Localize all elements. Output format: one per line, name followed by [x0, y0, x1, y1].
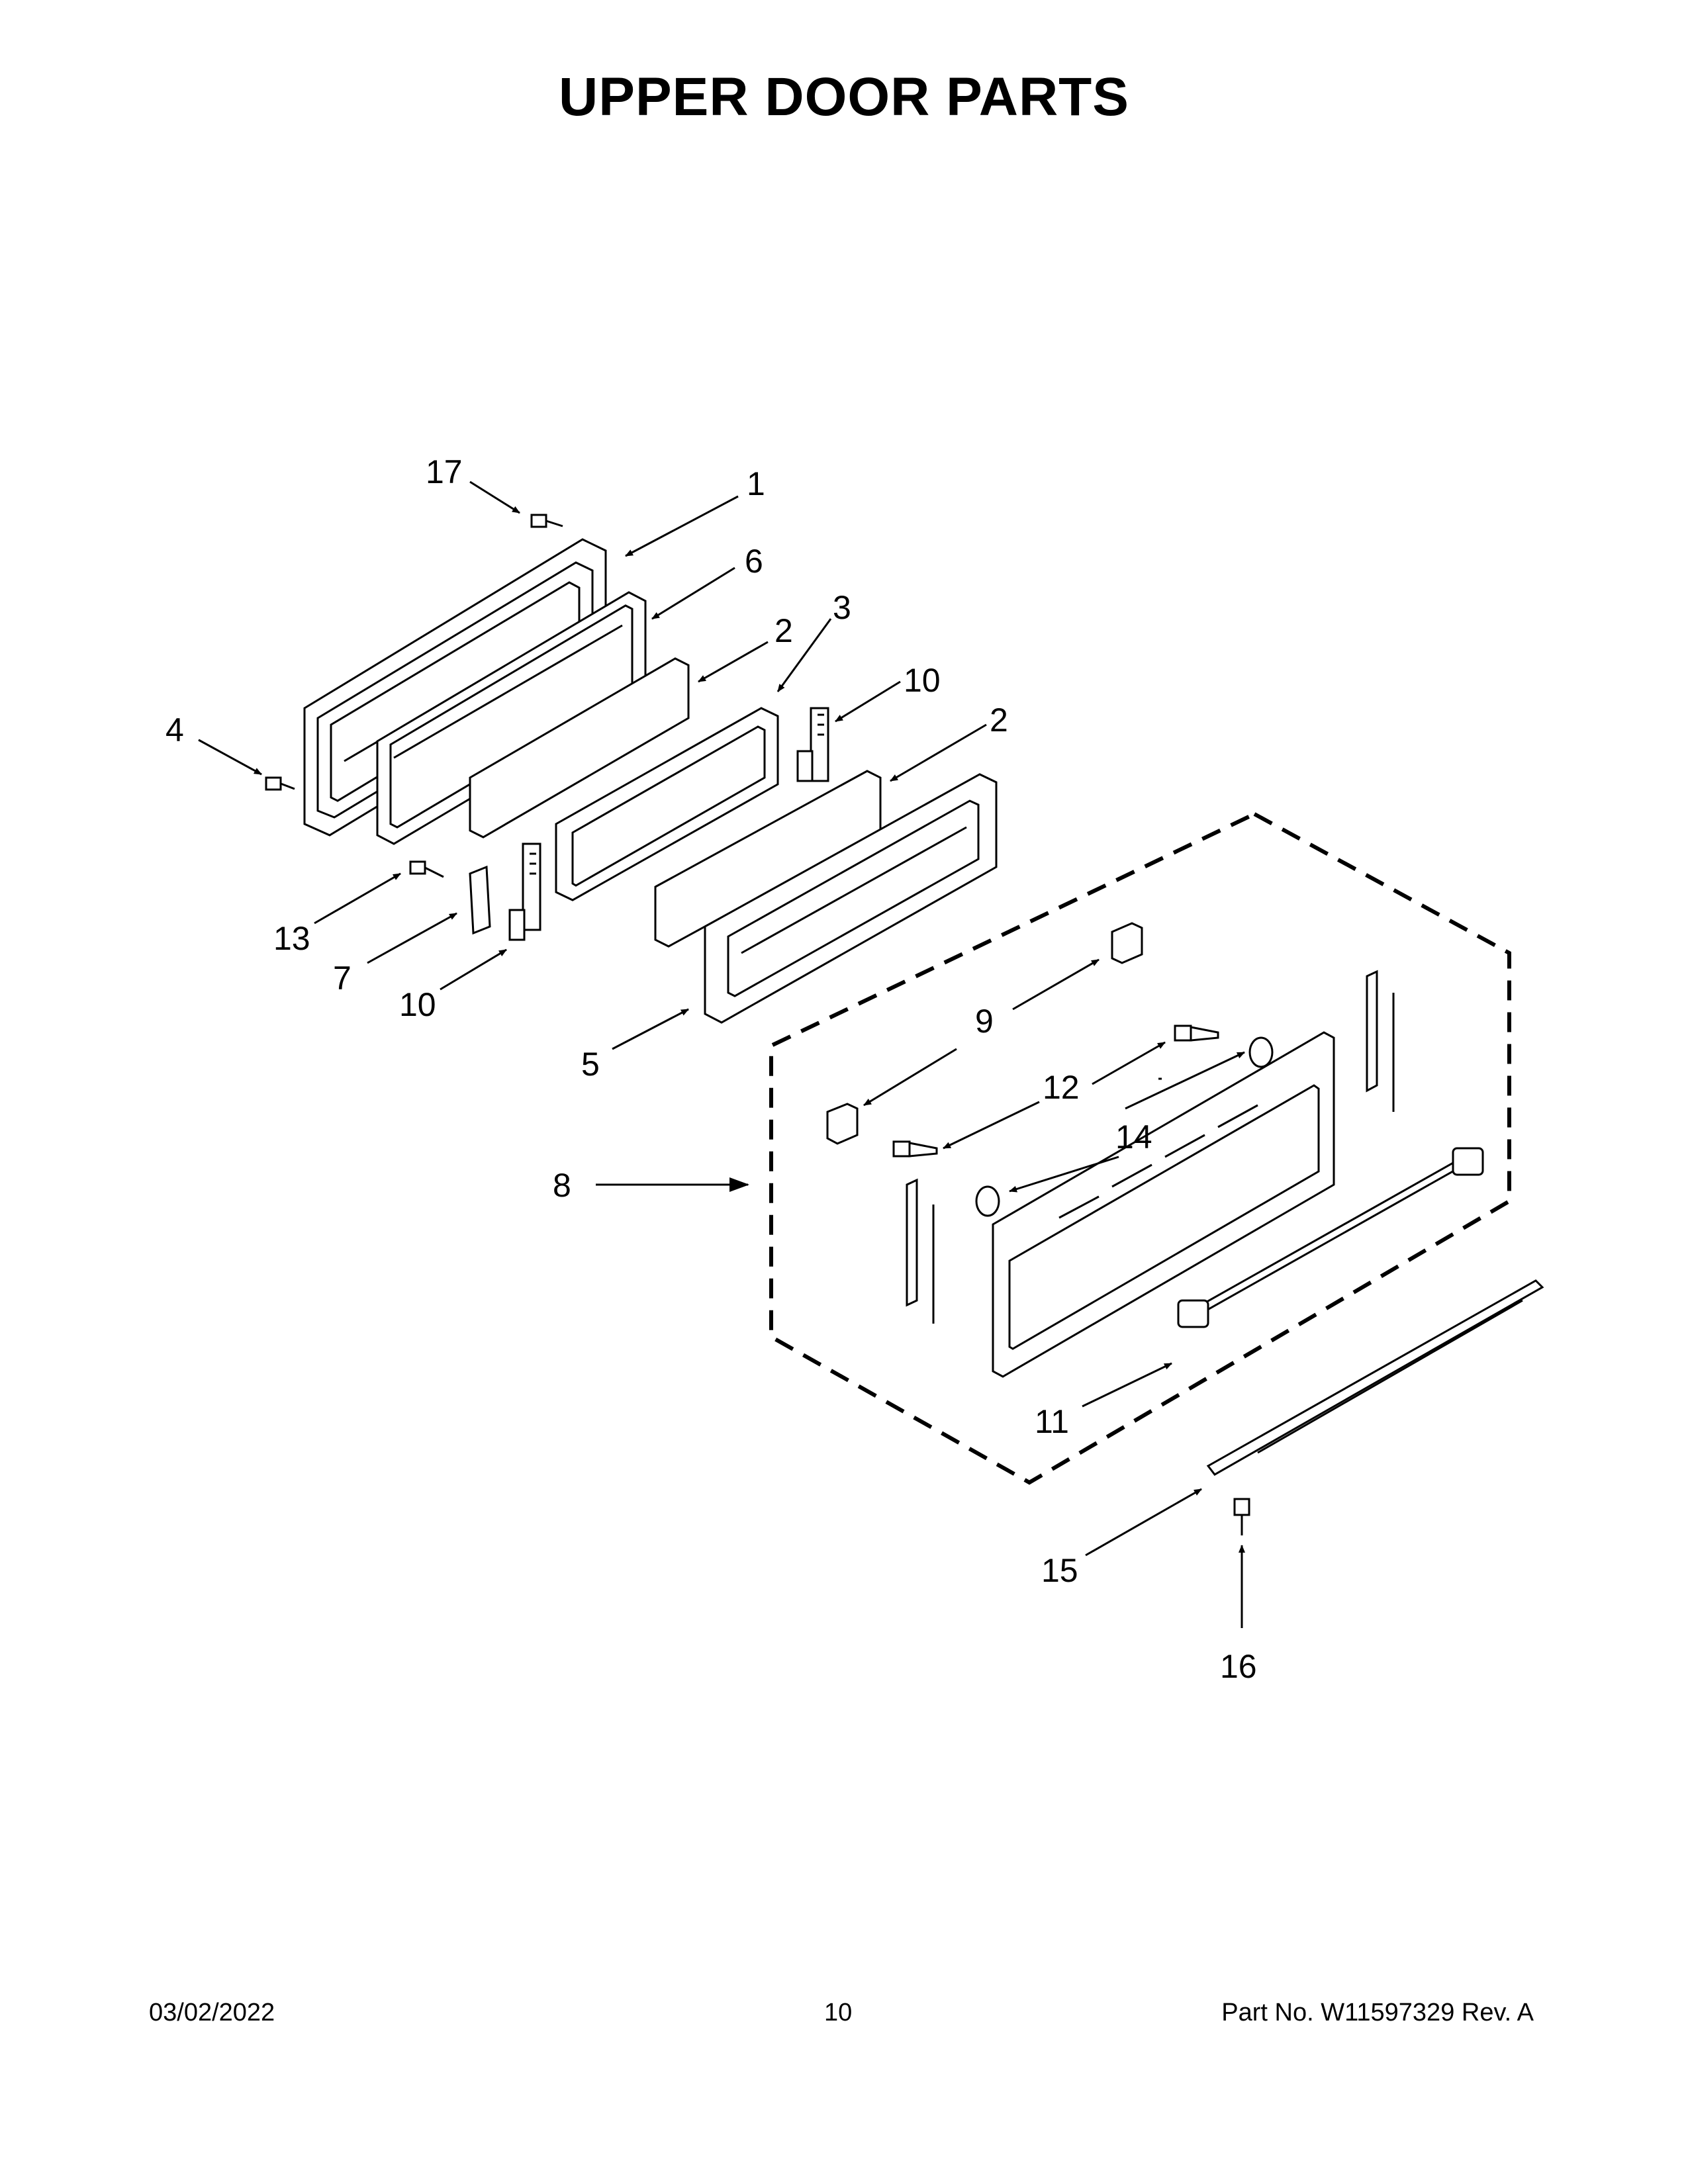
- part-bumper-upper: [1248, 1036, 1274, 1068]
- callout-11: 11: [1035, 1403, 1069, 1440]
- part-screw-12-lower: [892, 1140, 938, 1158]
- callout-5: 5: [581, 1046, 600, 1083]
- part-clip-upper: [1111, 922, 1143, 964]
- part-bottom-trim: [1206, 1279, 1544, 1476]
- callout-8: 8: [553, 1167, 571, 1204]
- callout-9: 9: [975, 1003, 994, 1040]
- callout-15: 15: [1041, 1552, 1078, 1589]
- callout-labels: 17 1 6 2 3 10 2 4 13 7 10 5 9 12 14 8 11…: [165, 453, 1257, 1685]
- part-screw-16: [1233, 1498, 1250, 1535]
- part-bumper-lower: [975, 1185, 1000, 1217]
- callout-12: 12: [1043, 1069, 1080, 1106]
- callout-10-upper: 10: [904, 662, 941, 699]
- part-glass-panel-upper: [469, 657, 690, 839]
- callout-1: 1: [747, 465, 765, 502]
- assembly-boundary: [769, 811, 1511, 1485]
- callout-6: 6: [745, 543, 763, 580]
- callout-leaders: [198, 480, 1245, 1628]
- part-side-trim-right: [1366, 970, 1395, 1112]
- callout-2-upper: 2: [774, 612, 793, 649]
- callout-16: 16: [1220, 1648, 1257, 1685]
- callout-3: 3: [833, 589, 851, 626]
- part-screw-17: [530, 514, 563, 528]
- callout-14: 14: [1115, 1118, 1152, 1156]
- part-glass-bracket: [555, 707, 779, 901]
- callout-7: 7: [333, 960, 352, 997]
- part-clip-lower: [826, 1103, 859, 1145]
- part-side-trim-left: [906, 1178, 935, 1324]
- footer-part-number: Part No. W11597329 Rev. A: [1221, 1999, 1534, 2026]
- part-hinge-right: [796, 707, 829, 782]
- part-screw-4: [265, 776, 295, 791]
- callout-17: 17: [426, 453, 463, 490]
- part-screw-13: [409, 860, 444, 878]
- callout-4: 4: [165, 711, 184, 749]
- page-title: UPPER DOOR PARTS: [559, 67, 1129, 127]
- part-outer-door-panel: [992, 1031, 1335, 1378]
- callout-13: 13: [273, 920, 310, 957]
- footer-page-number: 10: [824, 1999, 853, 2026]
- part-screw-12-upper: [1174, 1024, 1219, 1042]
- callout-2-lower: 2: [990, 702, 1008, 739]
- part-inner-door-liner: [704, 773, 998, 1024]
- footer-date: 03/02/2022: [149, 1999, 275, 2026]
- part-handle: [1177, 1147, 1484, 1328]
- part-hinge-left: [508, 842, 541, 941]
- callout-10-lower: 10: [399, 986, 436, 1023]
- part-hinge-receiver: [469, 865, 491, 935]
